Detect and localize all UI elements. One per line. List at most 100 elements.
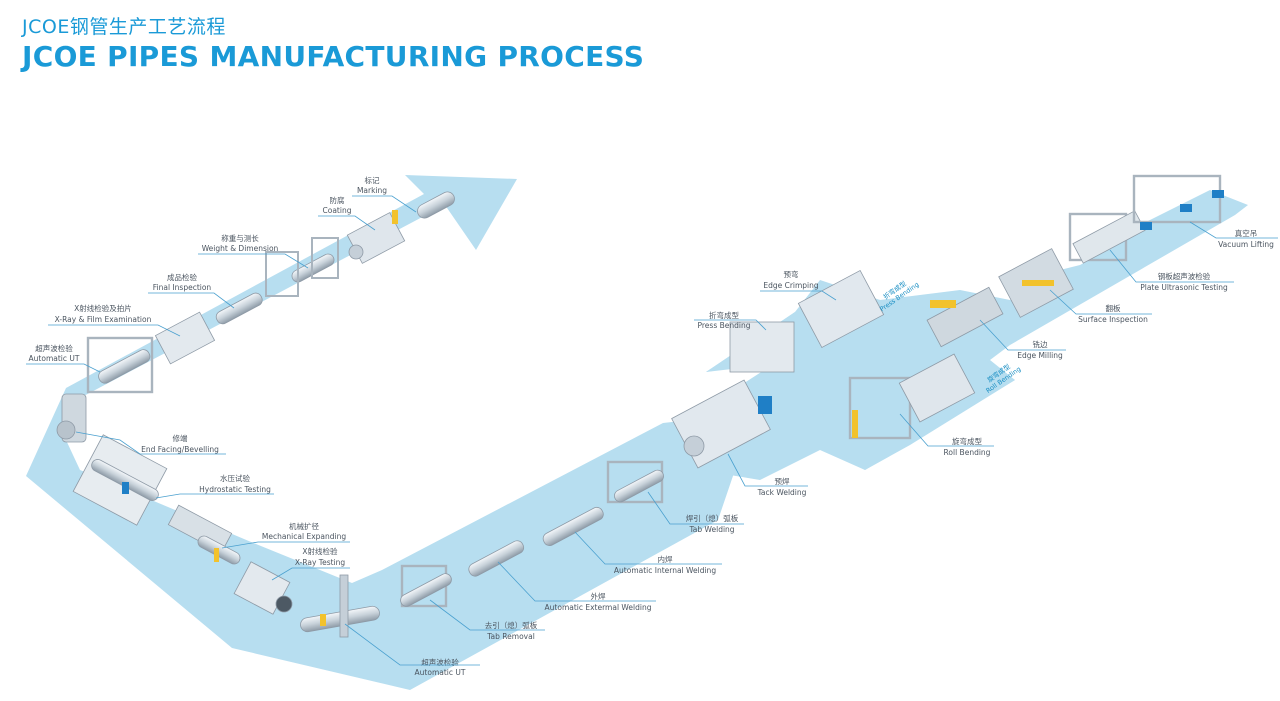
- label-line: [694, 319, 767, 331]
- label-xray: X射线检验 X-Ray Testing: [271, 546, 350, 581]
- label-en: Mechanical Expanding: [262, 532, 346, 541]
- label-line: [271, 567, 350, 581]
- frame-ut-top: [86, 336, 154, 394]
- machine-xray-film: [154, 311, 216, 365]
- plate-milling: [926, 286, 1004, 348]
- label-tab-weld: 焊引（熄）弧板 Tab Welding: [647, 491, 744, 534]
- label-tack: 预焊 Tack Welding: [727, 453, 808, 497]
- path-return-arrow: [26, 175, 735, 690]
- machines: [56, 174, 1224, 638]
- label-line: [899, 413, 994, 447]
- label-line: [344, 623, 480, 666]
- label-en: Surface Inspection: [1078, 315, 1148, 324]
- label-cn: 去引（熄）弧板: [485, 620, 538, 630]
- yellow-ring-expanding: [214, 548, 219, 562]
- label-en: Automatic UT: [29, 354, 80, 363]
- label-cn: 外焊: [591, 591, 606, 601]
- label-line: [75, 431, 226, 455]
- label-cn: 机械扩径: [289, 521, 319, 531]
- yellow-ut-bottom: [320, 614, 326, 626]
- label-en: Plate Ultrasonic Testing: [1140, 283, 1228, 292]
- xray-ring: [275, 595, 293, 613]
- label-line: [148, 292, 235, 309]
- label-cn: 翻板: [1106, 303, 1122, 313]
- frame-weight: [265, 251, 299, 297]
- label-cn: 修端: [173, 433, 188, 443]
- label-line: [155, 493, 274, 499]
- label-cn: 钢板超声波检验: [1158, 271, 1211, 281]
- title-english: JCOE PIPES MANUFACTURING PROCESS: [22, 40, 645, 73]
- label-en: Press Bending: [698, 321, 751, 330]
- label-en: Tab Removal: [486, 632, 535, 641]
- label-plate-ut: 钢板超声波检验 Plate Ultrasonic Testing: [1109, 249, 1234, 292]
- label-final: 成品检验 Final Inspection: [148, 272, 235, 309]
- label-en: End Facing/Bevelling: [141, 445, 219, 454]
- label-expanding: 机械扩径 Mechanical Expanding: [221, 521, 350, 549]
- label-cn: 内焊: [658, 554, 673, 564]
- label-cn: X射线检验及拍片: [74, 303, 132, 313]
- label-en: Hydrostatic Testing: [199, 485, 271, 494]
- tack-wheel: [683, 435, 705, 457]
- label-en: Roll Bending: [944, 448, 991, 457]
- label-vacuum: 真空吊 Vacuum Lifting: [1189, 221, 1278, 249]
- label-line: [352, 195, 417, 213]
- label-end-facing: 修端 End Facing/Bevelling: [75, 431, 226, 455]
- label-cn: 超声波检验: [421, 657, 459, 667]
- label-en: Automatic UT: [415, 668, 466, 677]
- machine-roll: [898, 353, 976, 423]
- label-line: [1049, 289, 1152, 315]
- pipe-tab-weld: [614, 469, 664, 503]
- label-en: Automatic Extermal Welding: [545, 603, 652, 612]
- machine-crimp: [797, 269, 885, 349]
- pipe-final: [215, 292, 263, 325]
- label-cn: X射线检验: [302, 546, 338, 556]
- blue-block-tack: [758, 396, 772, 414]
- pipe-tab-removal: [400, 573, 452, 607]
- label-int-weld: 内焊 Automatic Internal Welding: [574, 531, 722, 575]
- label-line: [26, 363, 101, 373]
- label-en: Final Inspection: [153, 283, 212, 292]
- label-line: [221, 541, 350, 549]
- label-milling: 铣边 Edge Milling: [979, 319, 1066, 360]
- label-en: Automatic Internal Welding: [614, 566, 716, 575]
- label-cn: 预弯: [784, 269, 799, 279]
- label-cn: 焊引（熄）弧板: [686, 513, 739, 523]
- label-line: [727, 453, 808, 487]
- blue-vacuum-2: [1180, 204, 1192, 212]
- label-cn: 折弯成型: [709, 310, 739, 320]
- label-cn: 称重与测长: [221, 233, 259, 243]
- label-line: [979, 319, 1066, 351]
- pipe-ext-weld: [468, 540, 525, 577]
- coating-roller: [348, 244, 364, 260]
- label-cn: 铣边: [1033, 339, 1049, 349]
- frame-tab-weld: [606, 460, 664, 504]
- label-line: [497, 561, 656, 602]
- title-chinese: JCOE钢管生产工艺流程: [22, 16, 226, 38]
- blue-block-hydro: [122, 482, 129, 494]
- label-cn: 成品检验: [167, 272, 197, 282]
- label-weight: 称重与测长 Weight & Dimension: [198, 233, 309, 269]
- yellow-clamp-coating: [392, 210, 398, 224]
- label-press: 折弯成型 Press Bending: [694, 310, 767, 331]
- label-line: [760, 290, 837, 301]
- yellow-surface: [1022, 280, 1054, 286]
- label-cn: 真空吊: [1235, 228, 1258, 238]
- label-line: [429, 599, 545, 631]
- label-en: Tack Welding: [757, 488, 807, 497]
- label-en: X-Ray & Film Examination: [55, 315, 152, 324]
- pipe-marking: [417, 191, 455, 219]
- blue-vacuum-1: [1140, 222, 1152, 230]
- label-cn: 预焊: [775, 476, 790, 486]
- label-line: [318, 215, 376, 231]
- label-marking: 标记 Marking: [352, 175, 417, 213]
- label-en: Coating: [323, 206, 352, 215]
- label-coating: 防腐 Coating: [318, 195, 376, 231]
- label-roll: 旋弯成型 Roll Bending: [899, 413, 994, 457]
- end-facing-disc: [56, 420, 76, 440]
- label-surface: 翻板 Surface Inspection: [1049, 289, 1152, 324]
- label-ut-bottom: 超声波检验 Automatic UT: [344, 623, 480, 677]
- label-en: Vacuum Lifting: [1218, 240, 1274, 249]
- label-cn: 标记: [365, 175, 380, 185]
- machine-expanding: [167, 504, 233, 554]
